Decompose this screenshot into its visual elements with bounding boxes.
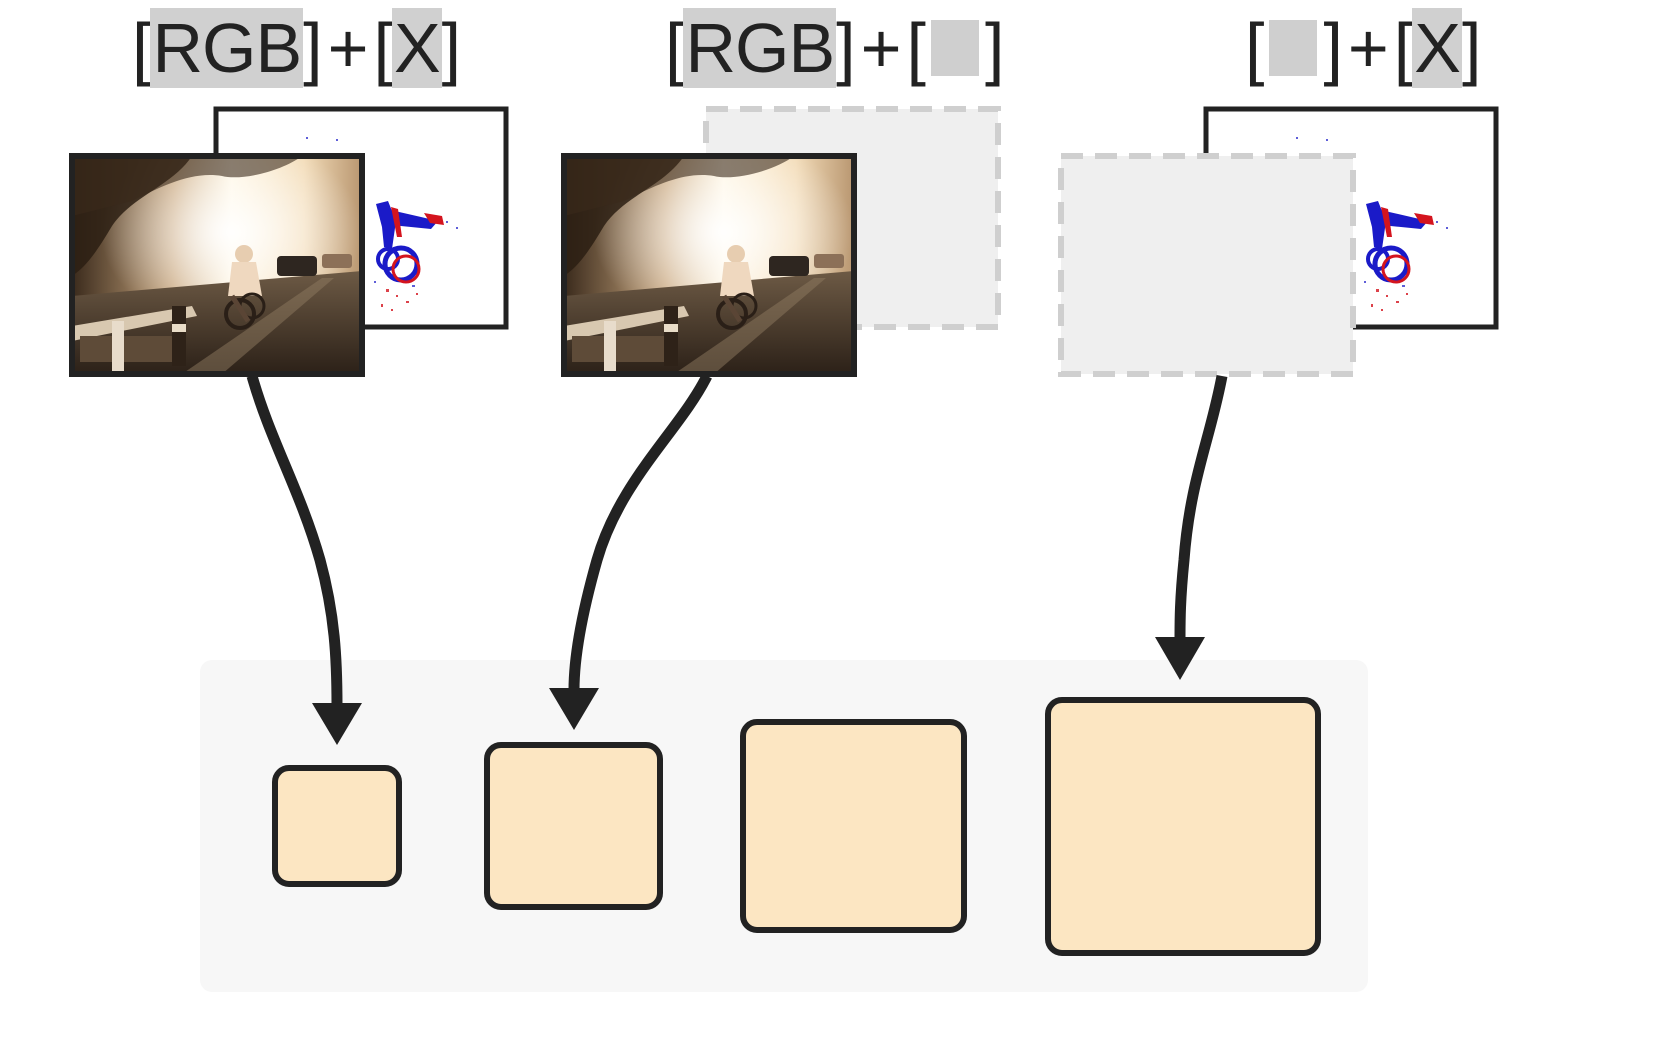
feature-box-stage-1 [272,765,402,887]
modality-x-label: X [1412,7,1462,88]
plus-sign: + [860,8,902,87]
rgb-image [561,153,857,377]
title-missing-plus-x: []+[X] [1245,0,1481,95]
bracket: [ [906,8,926,87]
rgb-image [69,153,365,377]
bracket: [ [665,8,684,87]
modality-x-label: X [391,7,442,88]
feature-box-stage-2 [484,742,663,910]
feature-box-stage-4 [1045,697,1321,956]
input-pair-missing-x [1058,106,1499,377]
input-pair-rgb-x [69,106,509,377]
bracket: [ [132,8,151,87]
bracket: ] [441,8,461,87]
bracket: ] [1323,8,1342,87]
bracket: ] [836,8,855,87]
plus-sign: + [1347,8,1389,87]
plus-sign: + [327,8,369,87]
input-pair-rgb-missing [561,106,1001,377]
arrowhead-2 [549,688,599,730]
feature-box-stage-3 [740,719,967,933]
bracket: [ [1245,8,1264,87]
bracket: [ [1393,8,1413,87]
title-rgb-plus-x: [RGB]+[X] [132,0,461,95]
bracket: [ [373,8,393,87]
missing-rgb-frame [1058,153,1356,377]
arrow-1 [246,374,343,707]
modality-rgb-label: RGB [150,7,304,88]
arrow-2 [568,373,712,691]
arrow-3 [1174,374,1228,641]
bracket: ] [303,8,322,87]
missing-modality-placeholder [1269,19,1318,76]
arrowhead-3 [1155,637,1205,680]
modality-rgb-label: RGB [683,7,837,88]
title-rgb-plus-missing: [RGB]+[] [665,0,1004,95]
bracket: ] [1461,8,1481,87]
arrowhead-1 [312,703,362,745]
missing-modality-placeholder [930,19,979,76]
bracket: ] [984,8,1004,87]
